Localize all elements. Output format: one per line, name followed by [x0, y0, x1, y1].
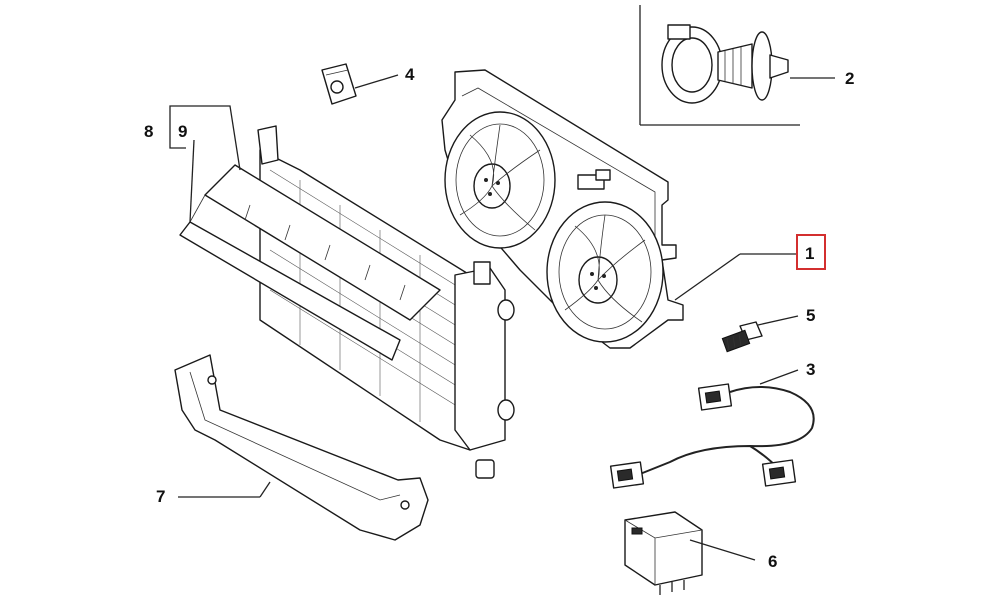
callout-8: 8: [144, 122, 153, 141]
callout-1-highlight-box: [796, 234, 826, 270]
part-5-bolt[interactable]: [721, 321, 763, 353]
part-8-deflector[interactable]: [204, 164, 441, 321]
callout-3: 3: [806, 360, 815, 379]
callout-6: 6: [768, 552, 777, 571]
inset-frame: [639, 5, 800, 126]
callout-4: 4: [405, 65, 415, 84]
part-7-lower-bracket[interactable]: [174, 354, 429, 541]
callout-5: 5: [806, 306, 815, 325]
callout-7: 7: [156, 487, 165, 506]
part-4-clip-nut[interactable]: [321, 63, 357, 105]
callout-2: 2: [845, 69, 854, 88]
callout-1: 1: [805, 244, 814, 263]
part-3-wiring-harness[interactable]: [609, 383, 815, 489]
part-2-clip[interactable]: [661, 24, 789, 104]
part-6-relay[interactable]: [624, 511, 703, 595]
leader-lines: [169, 74, 835, 561]
part-1-fan-assembly[interactable]: [441, 69, 684, 349]
part-9-deflector[interactable]: [179, 194, 401, 361]
callout-9: 9: [178, 122, 187, 141]
